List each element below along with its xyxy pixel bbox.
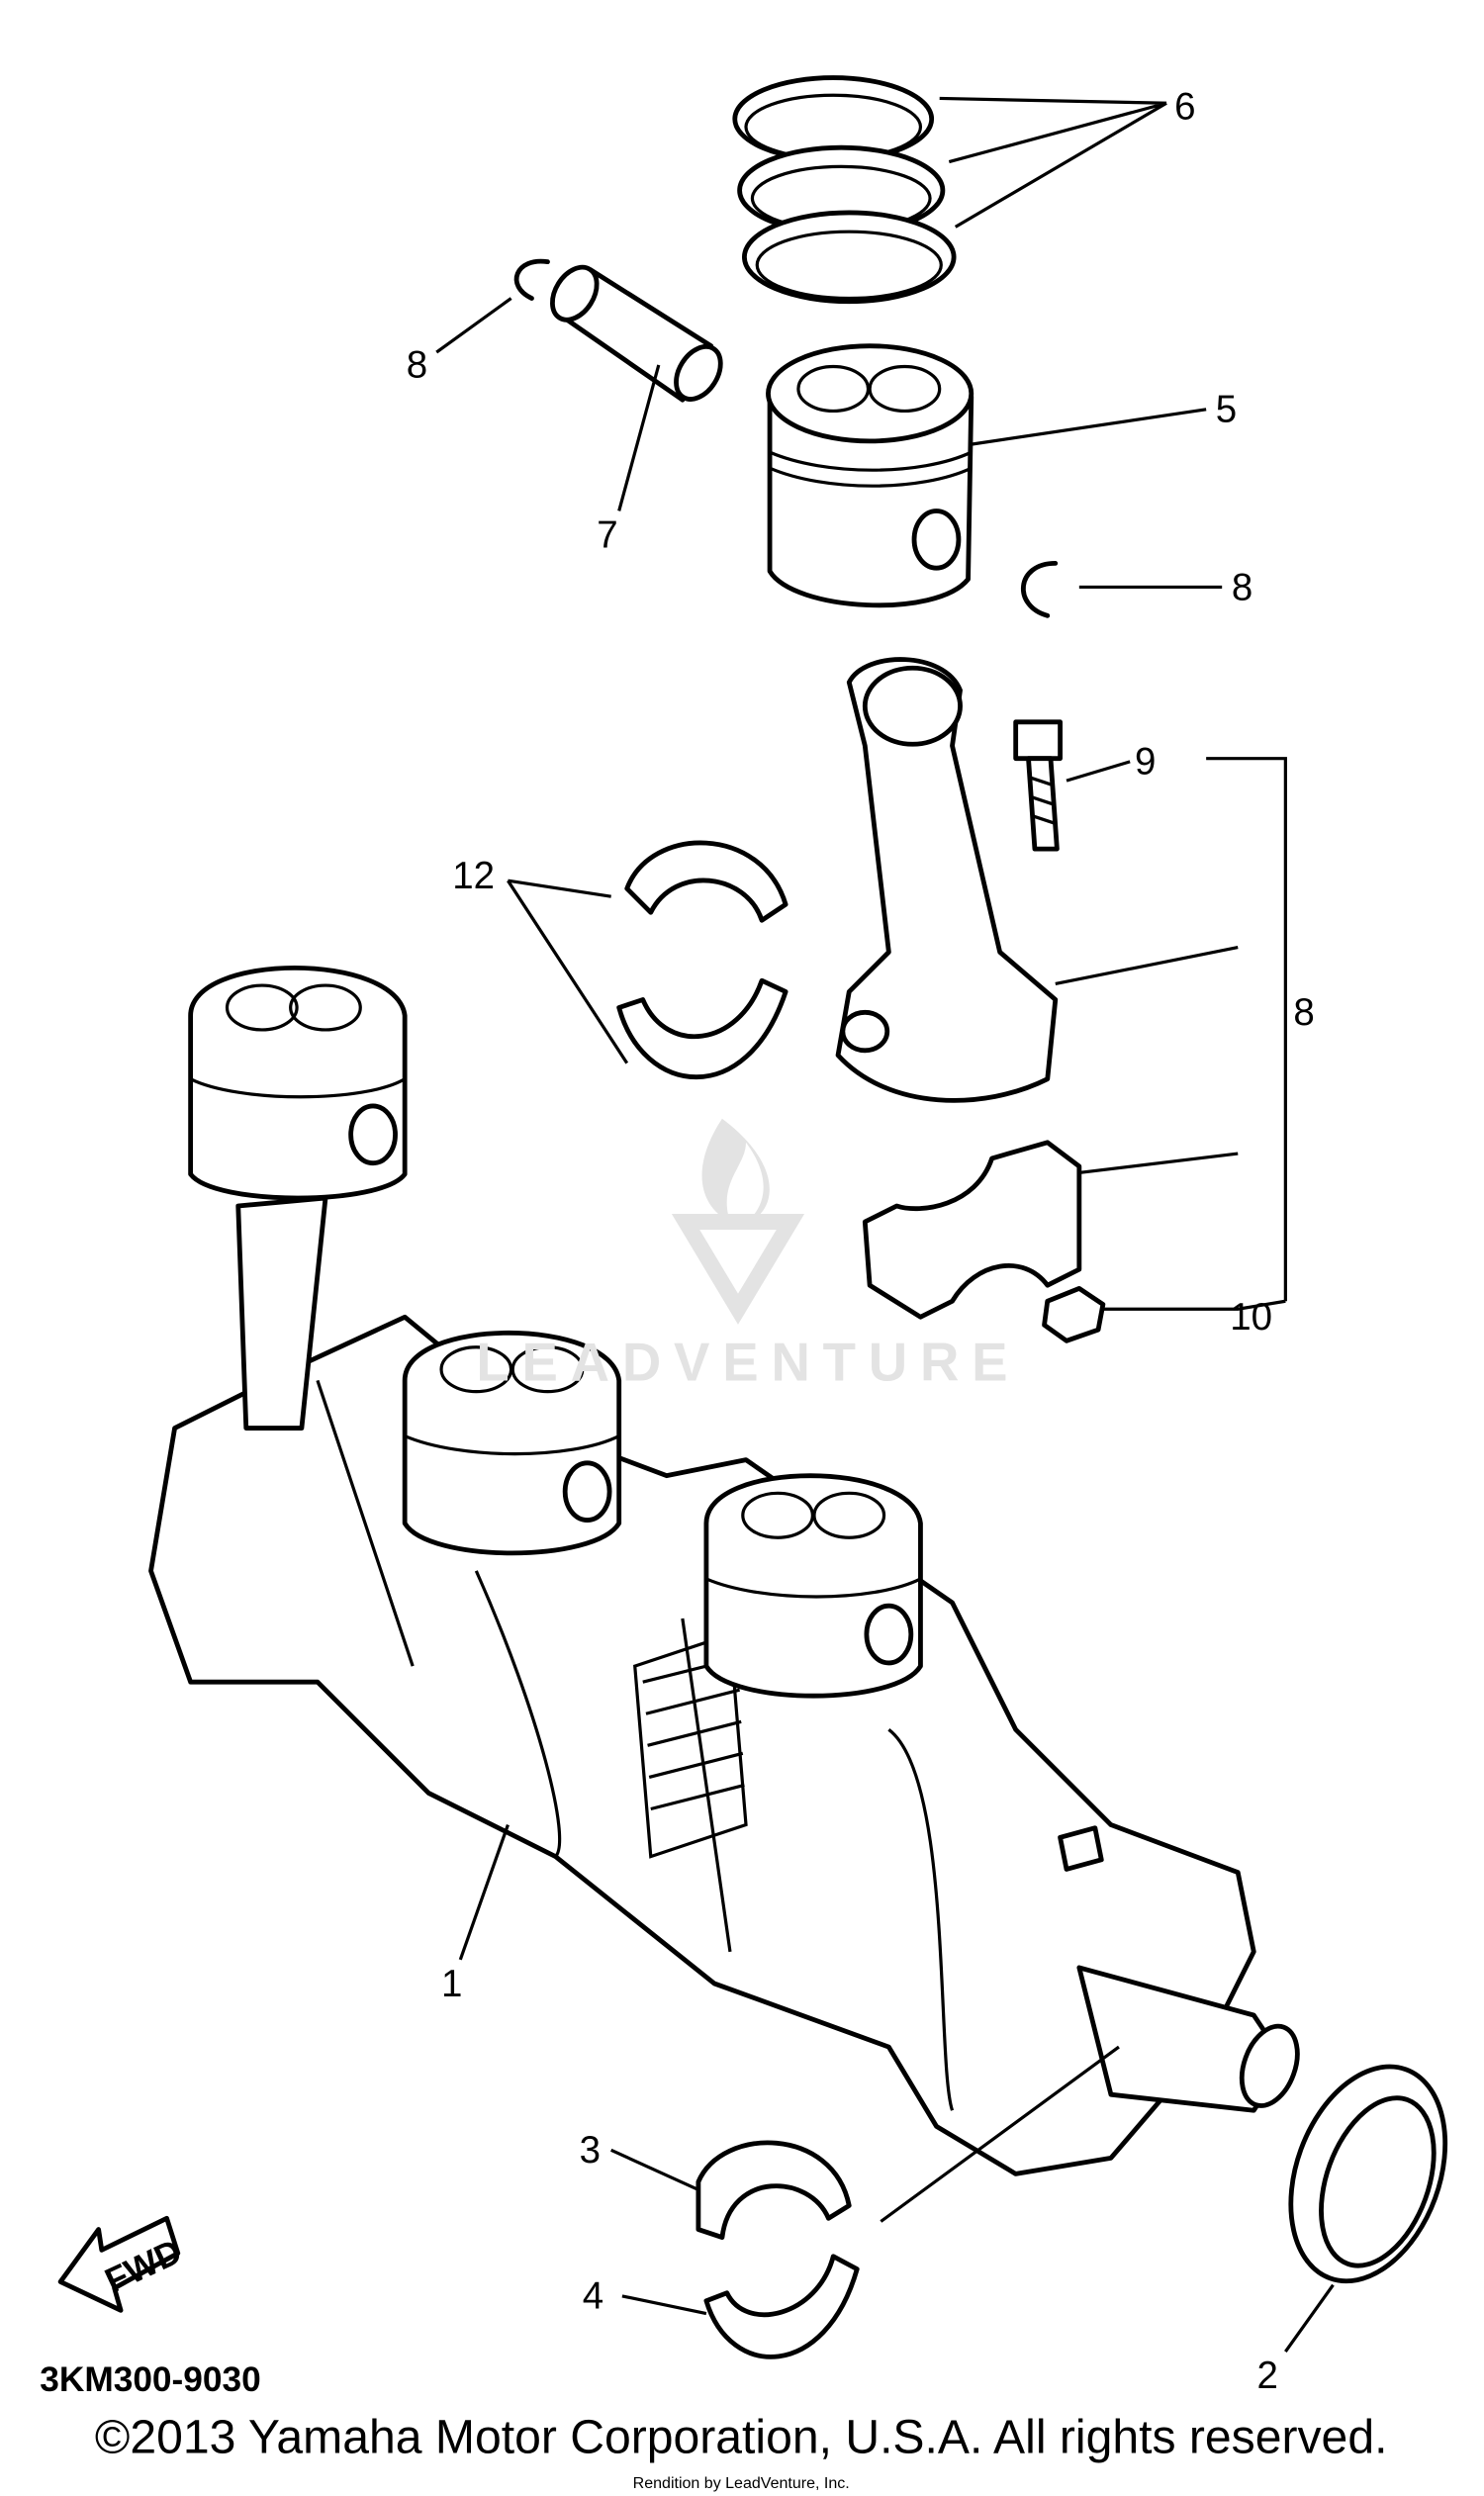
rod-bolt [1013,719,1063,852]
circlip-right [1020,560,1059,618]
callout-8-left: 8 [407,344,427,387]
callout-8-right: 8 [1232,566,1252,608]
main-bearings [696,2140,860,2359]
callout-1: 1 [441,1963,462,2005]
piston-rings [732,75,957,305]
callout-10: 9 [1135,741,1156,784]
forward-direction-arrow-icon: FWD [57,2215,188,2313]
big-end-bearings [616,840,788,1080]
callout-6: 6 [1174,85,1195,128]
assembly-bracket [1206,757,1287,1302]
callout-3: 3 [580,2129,601,2172]
callout-7: 7 [597,513,617,556]
watermark-text: LEADVENTURE [476,1332,1020,1392]
watermark-logo: LEADVENTURE [476,1118,1020,1392]
connecting-rod [835,657,1059,1103]
piston [766,343,974,608]
copyright-notice: ©2013 Yamaha Motor Corporation, U.S.A. A… [95,2411,1388,2464]
diagram-code: 3KM300-9030 [40,2360,260,2399]
rod-nut [1042,1285,1106,1343]
circlip-left [513,258,550,301]
callout-11: 10 [1230,1296,1272,1339]
piston-pin [550,264,723,403]
oil-seal [1288,2064,1448,2284]
callout-9: 8 [1293,991,1314,1034]
callout-2: 2 [1256,2355,1277,2397]
callout-4: 4 [583,2275,603,2318]
callout-5: 5 [1216,389,1237,431]
overlay-note: Rendition by LeadVenture, Inc. [633,2474,850,2492]
callout-12: 12 [452,855,495,897]
crankshaft-assembly [148,966,1300,2176]
rod-cap [862,1140,1082,1320]
